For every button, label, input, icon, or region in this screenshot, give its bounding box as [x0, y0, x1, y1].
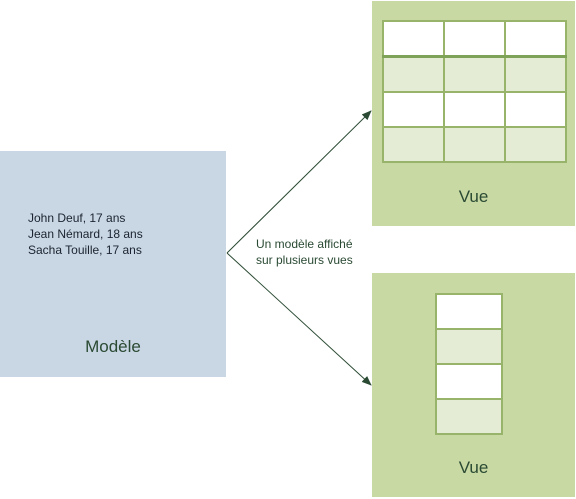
table-cell	[504, 55, 567, 93]
view-title: Vue	[458, 187, 489, 206]
table-row	[382, 126, 567, 163]
list-cell	[435, 293, 503, 330]
table-cell	[443, 55, 506, 93]
view-title: Vue	[458, 458, 489, 477]
list-item	[435, 328, 503, 365]
arrow-caption: Un modèle affiché sur plusieurs vues	[256, 236, 353, 268]
list-item	[435, 293, 503, 330]
table-cell	[382, 55, 445, 93]
model-line: John Deuf, 17 ans	[28, 211, 126, 225]
caption-line-1: Un modèle affiché	[256, 237, 353, 251]
table-cell	[443, 91, 506, 128]
model-list: John Deuf, 17 ans Jean Némard, 18 ans Sa…	[28, 210, 143, 258]
view-box-table: Vue	[372, 1, 575, 226]
table-cell	[443, 20, 506, 58]
model-line: Jean Némard, 18 ans	[28, 227, 143, 241]
arrow-to-list-view	[226, 252, 372, 386]
table-row	[382, 55, 567, 93]
list-item	[435, 398, 503, 435]
list-item	[435, 363, 503, 400]
view-list-grid	[435, 293, 503, 435]
list-cell	[435, 398, 503, 435]
table-cell	[382, 20, 445, 58]
table-cell	[504, 126, 567, 163]
view-table-grid	[382, 20, 567, 163]
caption-line-2: sur plusieurs vues	[256, 253, 353, 267]
table-cell	[382, 126, 445, 163]
table-cell	[443, 126, 506, 163]
model-line: Sacha Touille, 17 ans	[28, 243, 142, 257]
model-title: Modèle	[85, 337, 141, 356]
arrow-to-table-view	[226, 110, 372, 254]
model-box: John Deuf, 17 ans Jean Némard, 18 ans Sa…	[0, 151, 226, 377]
view-box-list: Vue	[372, 273, 575, 497]
list-cell	[435, 363, 503, 400]
table-row	[382, 91, 567, 128]
table-row	[382, 20, 567, 58]
table-cell	[504, 91, 567, 128]
table-cell	[382, 91, 445, 128]
list-cell	[435, 328, 503, 365]
table-cell	[504, 20, 567, 58]
